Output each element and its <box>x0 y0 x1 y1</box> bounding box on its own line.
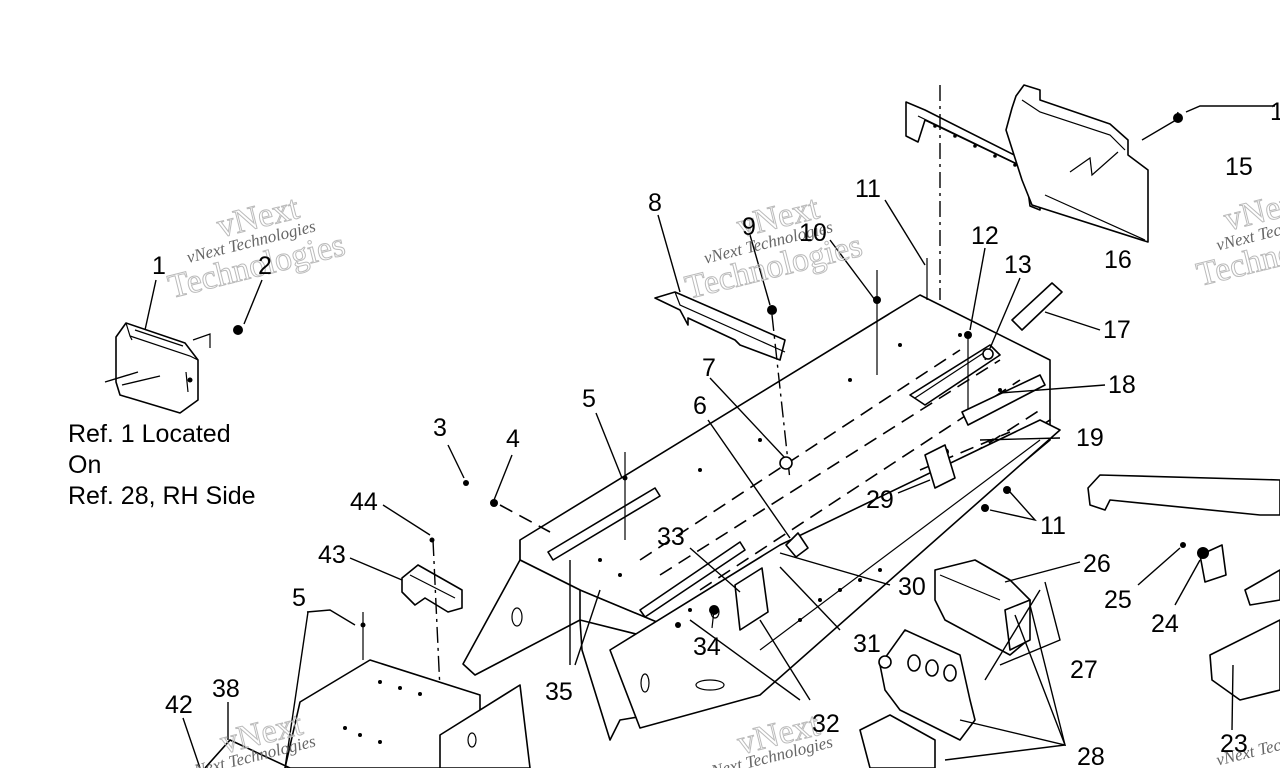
callout-18: 18 <box>1108 371 1136 399</box>
callout-2: 2 <box>258 252 272 280</box>
callout-19: 19 <box>1076 424 1104 452</box>
callout-26: 26 <box>1083 550 1111 578</box>
callout-8: 8 <box>648 189 662 217</box>
callout-33: 33 <box>657 523 685 551</box>
angle-bracket-part-8 <box>654 214 786 361</box>
parts-6-7 <box>707 377 809 558</box>
callout-31: 31 <box>853 630 881 658</box>
callout-17: 17 <box>1103 316 1131 344</box>
callout-38: 38 <box>212 675 240 703</box>
callout-30: 30 <box>898 573 926 601</box>
callout-12: 12 <box>971 222 999 250</box>
light-housing-part <box>104 279 199 414</box>
callout-11: 11 <box>855 175 881 203</box>
bracket-part-18-19 <box>919 374 1106 471</box>
fastener-part-14 <box>1141 105 1275 141</box>
callout-44: 44 <box>350 488 378 516</box>
callout-14-partial: 1 <box>1270 98 1280 126</box>
lower-left-housing <box>182 609 531 768</box>
callout-34: 34 <box>693 633 721 661</box>
bracket-assembly-26-28 <box>859 559 1081 768</box>
bracket-part-43-44 <box>349 504 463 691</box>
callout-25: 25 <box>1104 586 1132 614</box>
callout-10: 10 <box>799 219 827 247</box>
note-line-3: Ref. 28, RH Side <box>68 482 256 510</box>
side-panel-part-15 <box>1005 84 1149 243</box>
callout-42: 42 <box>165 691 193 719</box>
callout-29: 29 <box>866 486 894 514</box>
callout-24: 24 <box>1151 610 1179 638</box>
callout-43: 43 <box>318 541 346 569</box>
parts-30-34 <box>675 547 891 701</box>
callout-3: 3 <box>433 414 447 442</box>
callout-32: 32 <box>812 710 840 738</box>
note-line-2: On <box>68 451 101 479</box>
callout-4: 4 <box>506 425 520 453</box>
watermark-1: vNext vNext Technologies Technologies <box>164 189 349 307</box>
callout-35: 35 <box>545 678 573 706</box>
right-frame-rails <box>1087 474 1280 731</box>
note-line-1: Ref. 1 Located <box>68 420 231 448</box>
watermark-2: vNext vNext Technologies Technologies <box>681 189 866 307</box>
callout-15: 15 <box>1225 153 1253 181</box>
callout-5-lower: 5 <box>292 584 306 612</box>
callout-7: 7 <box>702 354 716 382</box>
callout-11-lower: 11 <box>1040 512 1066 540</box>
strip-part-17 <box>1011 282 1101 331</box>
bolt-part-2 <box>192 279 263 348</box>
rail-part-35-leaders <box>569 560 601 666</box>
callout-9: 9 <box>742 213 756 241</box>
plate-part-12-13 <box>909 247 1021 420</box>
callout-5: 5 <box>582 385 596 413</box>
callout-16: 16 <box>1104 246 1132 274</box>
callout-6: 6 <box>693 392 707 420</box>
block-part-29 <box>897 444 1037 522</box>
callout-27: 27 <box>1070 656 1098 684</box>
callout-labels: 1 2 3 4 5 5 6 7 8 9 10 11 11 12 13 1 15 … <box>152 98 1280 768</box>
watermark-3: vNext vNext Technologies Technologies <box>1192 182 1280 294</box>
reference-note: Ref. 1 Located On Ref. 28, RH Side <box>68 420 256 510</box>
callout-13: 13 <box>1004 251 1032 279</box>
fasteners-3-4-5 <box>447 412 628 540</box>
callout-1: 1 <box>152 252 166 280</box>
callout-28: 28 <box>1077 743 1105 768</box>
fasteners-9-10-11 <box>749 199 928 481</box>
callout-23: 23 <box>1220 730 1248 758</box>
